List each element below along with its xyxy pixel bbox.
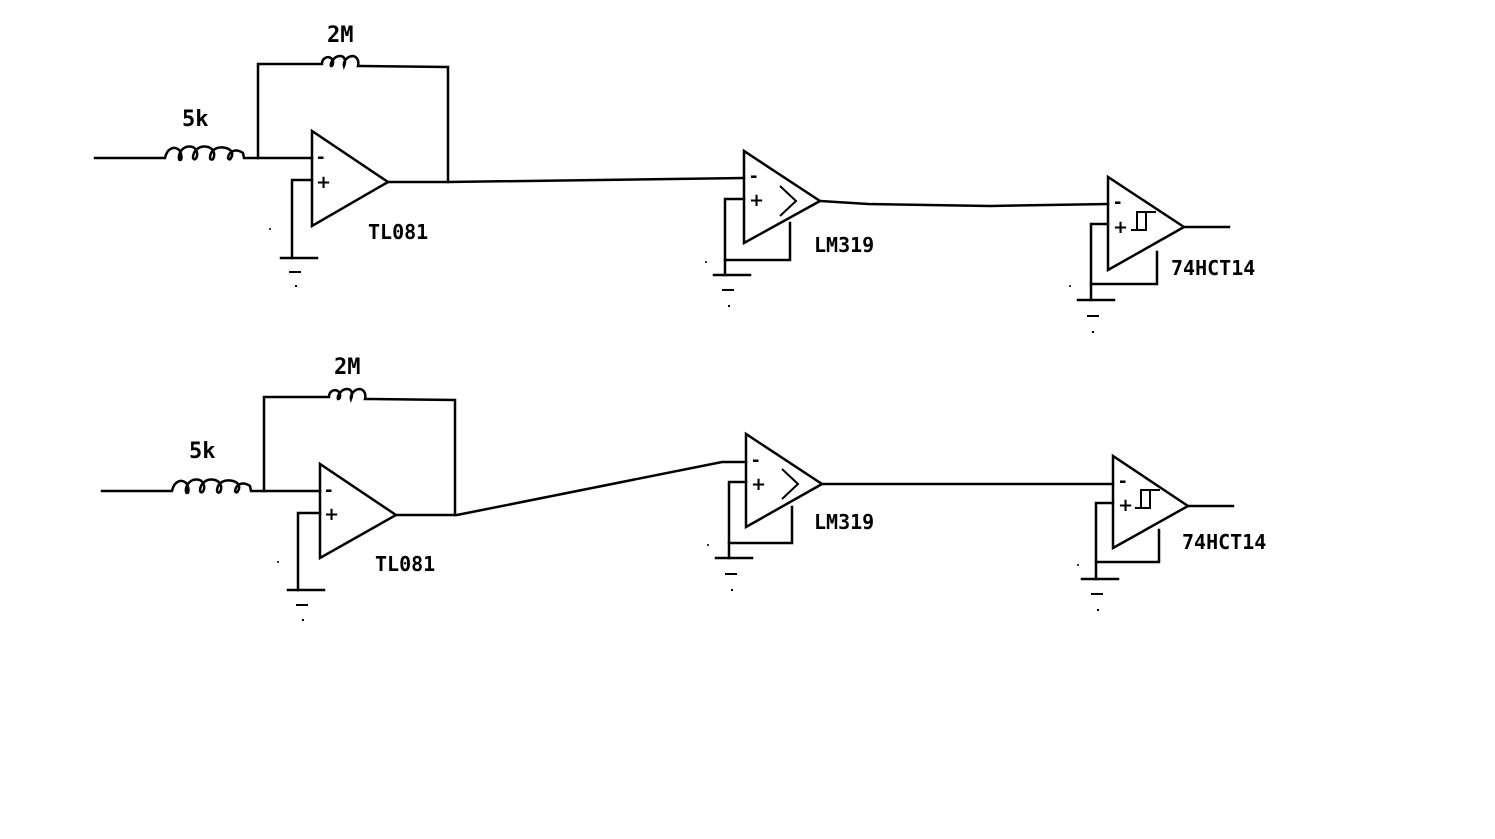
feedback-resistor-2 — [262, 387, 457, 517]
ground-1a — [279, 178, 319, 287]
comparator-lm319-1: - + — [712, 148, 823, 307]
opamp-tl081-2: - + — [318, 461, 399, 561]
schmitt-label: 74HCT14 — [1182, 530, 1266, 554]
comparator-noninv-pin: + — [749, 190, 764, 211]
schmitt-label: 74HCT14 — [1171, 256, 1255, 280]
comparator-inv-pin: - — [750, 166, 757, 187]
opamp-tl081-1: - + — [310, 128, 391, 229]
feedback-resistor-value: 2M — [334, 355, 361, 380]
comparator-lm319-2: - + — [714, 431, 825, 591]
opamp-label: TL081 — [375, 552, 435, 576]
comparator-noninv-pin: + — [751, 474, 766, 495]
schmitt-noninv-pin: + — [1113, 217, 1128, 238]
schmitt-74hct14-1: - + — [1076, 174, 1231, 333]
channel-2: 5k 2M - + TL081 - + LM3 — [100, 355, 1266, 621]
input-resistor-value: 5k — [182, 107, 209, 132]
channel-1: 5k 2M - + TL081 - + — [93, 23, 1255, 333]
input-resistor-1 — [93, 145, 314, 162]
wire-opamp-to-comparator-2 — [394, 460, 748, 517]
ground-2a — [286, 511, 326, 621]
opamp-inv-pin: - — [325, 480, 332, 501]
comparator-label: LM319 — [814, 233, 874, 257]
schmitt-inv-pin: - — [1114, 192, 1121, 213]
schmitt-74hct14-2: - + — [1080, 453, 1235, 611]
comparator-label: LM319 — [814, 510, 874, 534]
opamp-inv-pin: - — [317, 147, 324, 168]
comparator-inv-pin: - — [752, 450, 759, 471]
wire-comparator-to-schmitt-1 — [818, 199, 1110, 208]
wire-opamp-to-comparator-1 — [386, 176, 746, 184]
feedback-resistor-1 — [256, 54, 450, 184]
schmitt-noninv-pin: + — [1118, 495, 1133, 516]
opamp-noninv-pin: + — [316, 172, 331, 193]
input-resistor-value: 5k — [189, 439, 216, 464]
opamp-noninv-pin: + — [324, 504, 339, 525]
feedback-resistor-value: 2M — [327, 23, 354, 48]
schmitt-inv-pin: - — [1119, 471, 1126, 492]
opamp-label: TL081 — [368, 220, 428, 244]
stray-dots — [269, 228, 1079, 566]
input-resistor-2 — [100, 478, 322, 495]
